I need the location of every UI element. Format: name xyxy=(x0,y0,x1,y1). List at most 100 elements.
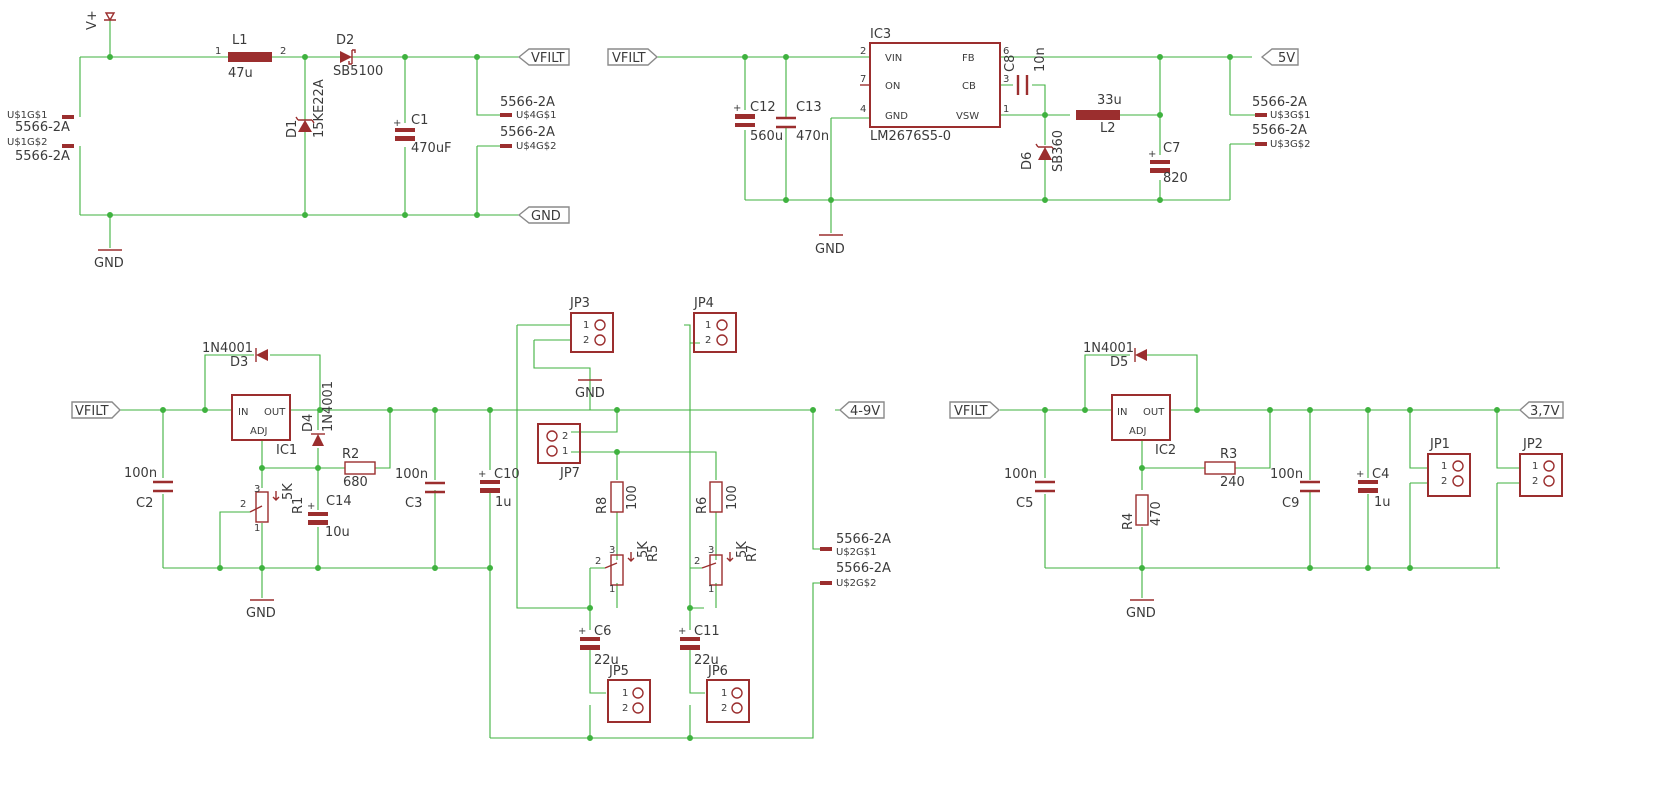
conn-in-part2: 5566-2A xyxy=(15,149,70,164)
input-supply-section: V+ L1 47u 1 2 D2 SB5100 D1 15KE22A + C1 … xyxy=(7,10,570,271)
ic3-part: LM2676S5-0 xyxy=(870,129,951,144)
jp1-pin2: 2 xyxy=(1441,476,1447,487)
d2-name: D2 xyxy=(336,33,354,48)
ic3-pinnum-vin: 2 xyxy=(860,46,866,57)
r5-pin3: 3 xyxy=(609,545,615,556)
c14-value: 10u xyxy=(325,525,350,540)
inductor-l1: L1 47u 1 2 xyxy=(215,33,286,81)
ic3-lm2676: IC3 LM2676S5-0 VIN ON GND FB CB VSW 2 7 … xyxy=(860,27,1009,144)
gnd-symbol-1: GND xyxy=(94,249,124,271)
diode-d5: 1N4001 D5 xyxy=(1083,341,1147,370)
r4-name: R4 xyxy=(1121,513,1136,530)
gnd-symbol-4-label: GND xyxy=(1126,606,1156,621)
jp6-pin1: 1 xyxy=(721,688,727,699)
capacitor-c14: + C14 10u xyxy=(307,494,352,540)
jp5-name: JP5 xyxy=(608,664,629,679)
output-connector-u2: 5566-2A U$2G$1 5566-2A U$2G$2 xyxy=(820,532,891,589)
ic2-pin-in: IN xyxy=(1117,407,1127,418)
ic3-pin-vin: VIN xyxy=(885,53,902,64)
resistor-r3: R3 240 xyxy=(1204,447,1245,490)
jumper-jp6: JP6 1 2 xyxy=(706,664,750,723)
net-label-gnd: GND xyxy=(517,206,570,224)
conn-in-pin1: U$1G$1 xyxy=(7,110,48,121)
c3-name: C3 xyxy=(405,496,422,511)
ic1-regulator: IN OUT ADJ IC1 xyxy=(231,394,297,458)
jp7-pin2: 2 xyxy=(562,431,568,442)
ic1-name: IC1 xyxy=(276,443,297,458)
conn-u2-part2: 5566-2A xyxy=(836,561,891,576)
capacitor-c10: + C10 1u xyxy=(478,467,520,510)
adjustable-regulator-section: VFILT IN OUT ADJ IC1 1N4001 D3 D4 1N4001… xyxy=(71,296,891,741)
resistor-r6: R6 100 xyxy=(695,481,740,514)
c10-value: 1u xyxy=(495,495,512,510)
jp6-pin2: 2 xyxy=(721,703,727,714)
r3-name: R3 xyxy=(1220,447,1237,462)
capacitor-c12: + C12 560u xyxy=(733,100,783,144)
l1-pin2: 2 xyxy=(280,46,286,57)
l2-value: 33u xyxy=(1097,93,1122,108)
capacitor-c5: 100n C5 xyxy=(1004,467,1055,511)
jp2-name: JP2 xyxy=(1522,437,1543,452)
jp5-pin2: 2 xyxy=(622,703,628,714)
conn-u3-part2: 5566-2A xyxy=(1252,123,1307,138)
ic2-regulator: IN OUT ADJ IC2 xyxy=(1111,394,1176,458)
ic3-pinnum-cb: 3 xyxy=(1003,74,1009,85)
gnd-symbol-jp3: GND xyxy=(575,379,605,401)
net-label-vfilt-buck: VFILT xyxy=(607,48,659,66)
r7-value: 5K xyxy=(735,541,750,558)
5v-label: 5V xyxy=(1278,51,1295,66)
l1-value: 47u xyxy=(228,66,253,81)
jumper-jp3: JP3 1 2 xyxy=(569,296,614,353)
c6-name: C6 xyxy=(594,624,611,639)
jumper-jp2: JP2 1 2 xyxy=(1519,437,1563,497)
ic1-pin-adj: ADJ xyxy=(250,426,268,437)
net-label-5v: 5V xyxy=(1260,48,1299,66)
capacitor-c8: C8 10n xyxy=(1003,47,1048,95)
r2-name: R2 xyxy=(342,447,359,462)
trimmer-r7: 2 3 1 5K R7 xyxy=(694,541,760,595)
capacitor-c1: + C1 470uF xyxy=(393,113,452,156)
l2-name: L2 xyxy=(1100,121,1116,136)
3v7-label: 3,7V xyxy=(1530,404,1560,419)
gnd-symbol-2-label: GND xyxy=(815,242,845,257)
l1-pin1: 1 xyxy=(215,46,221,57)
c1-polarity: + xyxy=(393,118,401,129)
conn-in-part1: 5566-2A xyxy=(15,120,70,135)
net-label-vfilt-ldo: VFILT xyxy=(949,401,1001,419)
jumper-jp4: JP4 1 2 xyxy=(693,296,737,353)
c8-name: C8 xyxy=(1003,55,1018,72)
l1-name: L1 xyxy=(232,33,248,48)
trimmer-r5: 2 3 1 5K R5 xyxy=(595,541,661,595)
d4-name: D4 xyxy=(301,414,316,432)
capacitor-c2: 100n C2 xyxy=(124,466,173,511)
c4-polarity: + xyxy=(1356,469,1364,480)
ic3-pinnum-on: 7 xyxy=(860,74,866,85)
trimmer-r1: 2 3 1 R1 5K xyxy=(240,483,306,534)
c7-name: C7 xyxy=(1163,141,1180,156)
d6-value: SB360 xyxy=(1051,130,1066,172)
jp2-pin2: 2 xyxy=(1532,476,1538,487)
output-connector-u4: 5566-2A U$4G$1 5566-2A U$4G$2 xyxy=(500,95,557,152)
jp4-name: JP4 xyxy=(693,296,714,311)
jp4-pin2: 2 xyxy=(705,335,711,346)
ic3-pin-fb: FB xyxy=(962,53,975,64)
jumper-jp1: JP1 1 2 xyxy=(1427,437,1471,497)
c11-polarity: + xyxy=(678,626,686,637)
d5-name: D5 xyxy=(1110,355,1128,370)
ic3-pin-on: ON xyxy=(885,81,900,92)
net-label-3v7: 3,7V xyxy=(1518,401,1564,419)
c12-polarity: + xyxy=(733,103,741,114)
jp1-name: JP1 xyxy=(1429,437,1450,452)
ic1-pin-in: IN xyxy=(238,407,248,418)
c11-value: 22u xyxy=(694,653,719,668)
r1-pin2: 2 xyxy=(240,499,246,510)
capacitor-c11: + C11 22u xyxy=(678,624,720,668)
r1-name: R1 xyxy=(291,497,306,514)
c10-polarity: + xyxy=(478,469,486,480)
c12-name: C12 xyxy=(750,100,776,115)
r7-pin1: 1 xyxy=(708,584,714,595)
vplus-symbol: V+ xyxy=(85,10,116,30)
jp7-pin1: 1 xyxy=(562,446,568,457)
r1-value: 5K xyxy=(281,483,296,500)
c7-polarity: + xyxy=(1148,149,1156,160)
